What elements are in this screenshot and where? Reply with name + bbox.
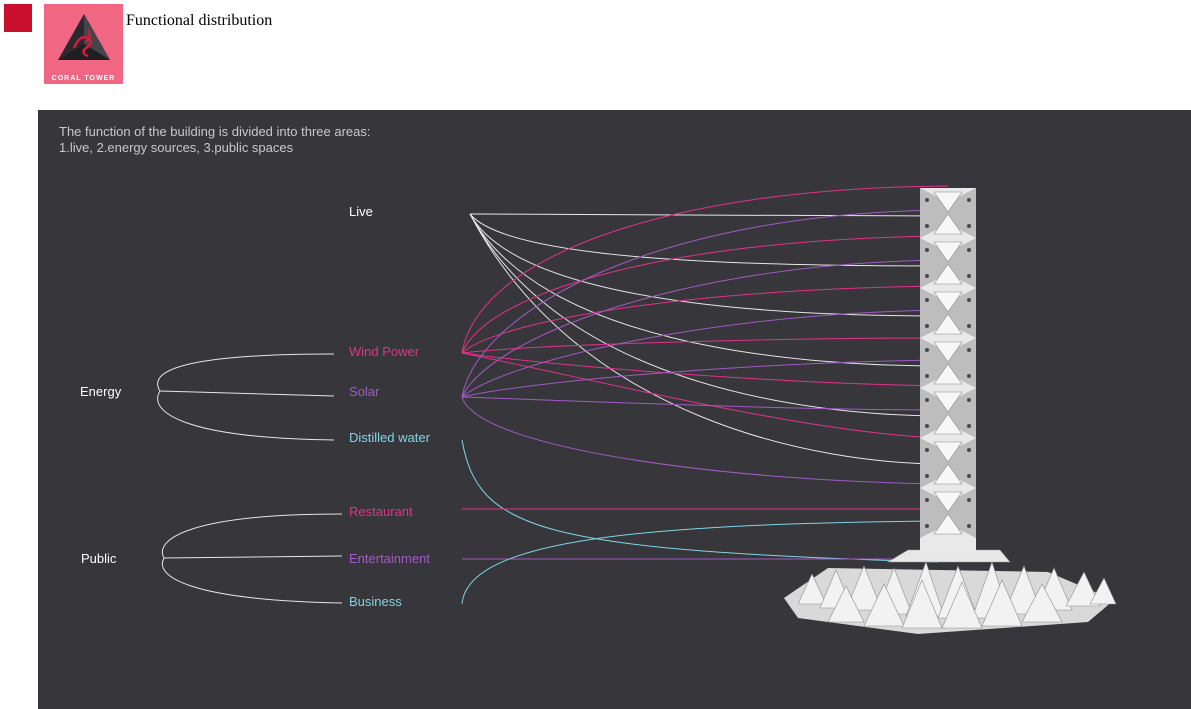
logo-text: CORAL TOWER: [51, 75, 116, 82]
label-business: Business: [349, 594, 402, 609]
page-title: Functional distribution: [126, 12, 273, 29]
connection-diagram: [157, 185, 1117, 634]
main-panel: The function of the building is divided …: [38, 110, 1191, 709]
tower-illustration: [784, 188, 1117, 634]
business-connection-line: [461, 520, 939, 605]
description-text: The function of the building is divided …: [59, 124, 371, 155]
live-connection-lines: [469, 213, 945, 465]
label-entertainment: Entertainment: [349, 551, 430, 566]
energy-brace: [157, 353, 335, 441]
label-public: Public: [81, 551, 117, 566]
wind-connection-lines: [461, 185, 949, 439]
public-brace: [162, 513, 343, 604]
solar-connection-lines: [461, 209, 949, 485]
left-sidebar: [0, 0, 38, 709]
label-distilled-water: Distilled water: [349, 430, 430, 445]
label-solar: Solar: [349, 384, 380, 399]
label-restaurant: Restaurant: [349, 504, 413, 519]
coral-tower-logo-icon: CORAL TOWER: [44, 4, 123, 84]
label-energy: Energy: [80, 384, 122, 399]
label-wind-power: Wind Power: [349, 344, 420, 359]
water-connection-line: [461, 439, 939, 563]
menu-square-button[interactable]: [4, 4, 32, 32]
header: CORAL TOWER Functional distribution: [38, 0, 1191, 110]
label-live: Live: [349, 204, 373, 219]
